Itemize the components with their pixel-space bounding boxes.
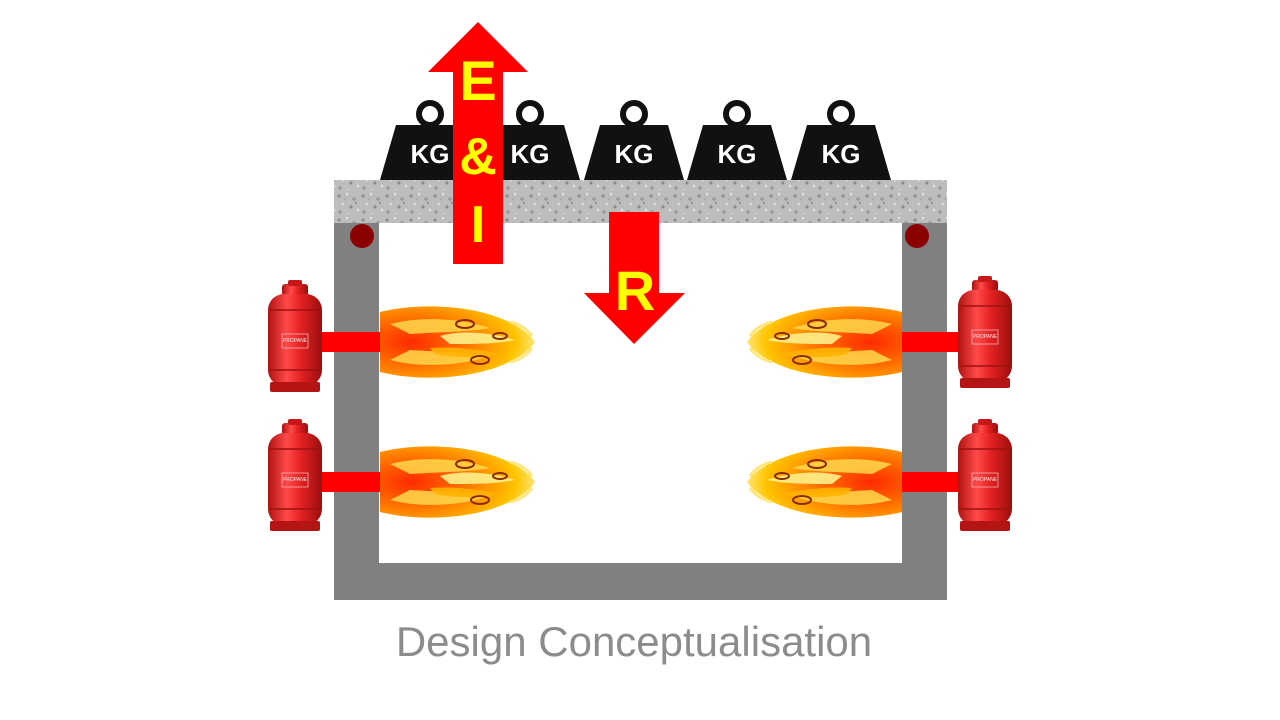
flame-left-top [378,304,537,380]
furnace-diagram: KG KG KG KG KG [267,22,1013,600]
cylinder-label: PROPANE [283,477,308,483]
arrow-up-letter-1: E [459,49,496,112]
frame-bottom [334,563,947,600]
flame-right-top [745,304,904,380]
cylinder-label: PROPANE [283,338,308,344]
weight-4: KG [687,100,787,180]
weight-3: KG [584,100,684,180]
weight-5: KG [791,100,891,180]
gas-cylinder-left-top: PROPANE [267,279,323,393]
arrow-up-letter-2: & [459,128,497,186]
flame-left-bottom [378,444,537,520]
diagram-caption: Design Conceptualisation [395,618,873,665]
weight-label: KG [511,139,550,169]
gas-cylinder-right-top: PROPANE [957,275,1013,389]
cylinder-label: PROPANE [973,334,998,340]
pipe-right-bottom [898,472,960,492]
arrow-up-letter-3: I [471,196,485,254]
arrow-down-letter: R [615,259,655,322]
gas-cylinder-left-bottom: PROPANE [267,418,323,532]
flames [378,304,904,520]
weights-group: KG KG KG KG KG [380,100,891,180]
arrow-down-r: R [584,212,685,344]
weight-2: KG [480,100,580,180]
cylinder-label: PROPANE [973,477,998,483]
gas-cylinder-right-bottom: PROPANE [957,418,1013,532]
gas-cylinders: PROPANE PROPANE PROPANE PROPANE [267,275,1013,532]
gas-pipes [320,332,960,492]
weight-label: KG [822,139,861,169]
weight-label: KG [615,139,654,169]
right-support [905,224,929,248]
weight-label: KG [718,139,757,169]
weight-label: KG [411,139,450,169]
pipe-right-top [898,332,960,352]
arrow-up-e-and-i: E & I [428,22,528,264]
frame-right-wall [902,222,947,600]
frame [334,222,947,600]
left-support [350,224,374,248]
flame-right-bottom [745,444,904,520]
pipe-left-top [320,332,382,352]
pipe-left-bottom [320,472,382,492]
frame-left-wall [334,222,379,600]
